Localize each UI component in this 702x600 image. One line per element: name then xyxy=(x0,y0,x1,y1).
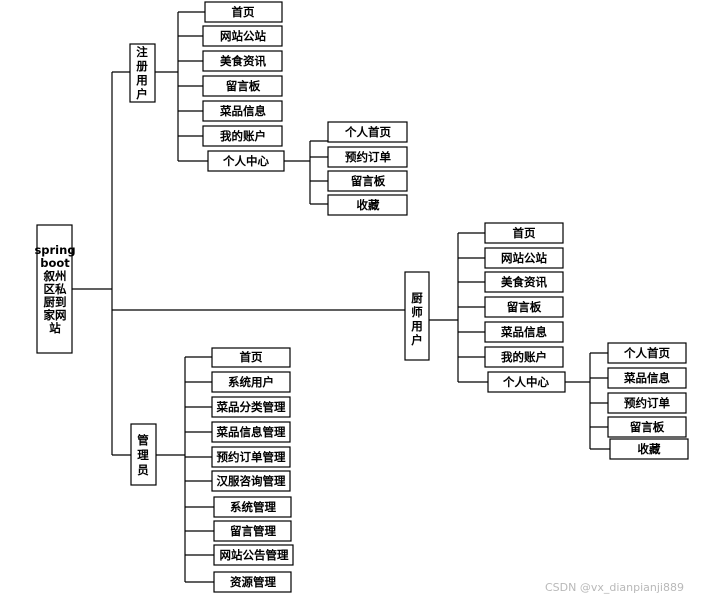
node-label: 个人首页 xyxy=(623,346,670,360)
node-label: 留言板 xyxy=(351,174,386,188)
node-label: 预约订单 xyxy=(624,396,670,410)
node-label: 系统管理 xyxy=(230,500,276,514)
node-label: 汉服咨询管理 xyxy=(217,474,286,488)
registered-user-items: 首页 网站公站 美食资讯 留言板 菜品信息 我的账户 个人中心 xyxy=(202,1,285,172)
admin-items: 首页 系统用户 菜品分类管理 菜品信息管理 预约订单管理 汉服咨询管理 系统管理… xyxy=(211,347,294,593)
role-char: 户 xyxy=(136,87,148,101)
chef-user-node: 厨 师 用 户 xyxy=(404,271,430,361)
node-label: 菜品分类管理 xyxy=(216,400,286,414)
node-label: 系统用户 xyxy=(228,375,274,389)
chef-user-items: 首页 网站公站 美食资讯 留言板 菜品信息 我的账户 个人中心 xyxy=(484,222,566,393)
node-label: 预约订单管理 xyxy=(217,450,286,464)
node-label: 资源管理 xyxy=(230,575,276,589)
node-label: 预约订单 xyxy=(345,150,391,164)
node-label: 网站公站 xyxy=(220,29,266,43)
node-label: 留言板 xyxy=(630,420,665,434)
role-char: 理 xyxy=(137,448,149,462)
root-line: 区私 xyxy=(44,282,67,296)
node-label: 网站公站 xyxy=(501,251,547,265)
chef-user-personal-center-items: 个人首页 菜品信息 预约订单 留言板 收藏 xyxy=(607,342,689,460)
registered-user-personal-center-items: 个人首页 预约订单 留言板 收藏 xyxy=(327,121,408,216)
node-label: 美食资讯 xyxy=(220,54,266,68)
node-label: 个人中心 xyxy=(502,375,549,389)
role-char: 册 xyxy=(136,59,148,73)
admin-node: 管 理 员 xyxy=(130,423,157,486)
role-char: 员 xyxy=(137,463,149,477)
role-char: 师 xyxy=(411,305,423,319)
root-node: spring boot 叙州 区私 厨到 家网 站 xyxy=(34,224,76,354)
node-label: 留言管理 xyxy=(230,524,276,538)
node-label: 菜品信息 xyxy=(623,371,670,385)
node-label: 我的账户 xyxy=(220,129,266,143)
role-char: 户 xyxy=(411,333,423,347)
role-char: 用 xyxy=(410,319,423,333)
registered-user-node: 注 册 用 户 xyxy=(129,43,156,103)
node-label: 留言板 xyxy=(226,79,261,93)
node-label: 留言板 xyxy=(507,300,542,314)
connector-lines xyxy=(72,11,610,583)
node-label: 收藏 xyxy=(357,198,380,212)
root-line: 站 xyxy=(49,321,61,335)
node-label: 网站公告管理 xyxy=(220,548,289,562)
node-label: 美食资讯 xyxy=(501,275,547,289)
node-label: 首页 xyxy=(513,226,536,240)
watermark: CSDN @vx_dianpianji889 xyxy=(545,581,684,594)
root-line: spring xyxy=(34,243,75,257)
root-line: 叙州 xyxy=(44,269,67,283)
node-label: 首页 xyxy=(240,350,263,364)
node-label: 我的账户 xyxy=(501,350,547,364)
root-line: 厨到 xyxy=(44,295,67,309)
node-label: 菜品信息管理 xyxy=(216,425,286,439)
role-char: 注 xyxy=(136,45,148,59)
role-char: 用 xyxy=(135,73,148,87)
role-char: 厨 xyxy=(411,291,423,305)
node-label: 收藏 xyxy=(638,442,661,456)
root-line: boot xyxy=(40,256,70,270)
node-label: 菜品信息 xyxy=(500,325,547,339)
node-label: 个人首页 xyxy=(344,125,391,139)
root-line: 家网 xyxy=(44,308,67,322)
node-label: 首页 xyxy=(232,5,255,19)
role-char: 管 xyxy=(137,433,149,447)
node-label: 菜品信息 xyxy=(219,104,266,118)
node-label: 个人中心 xyxy=(222,154,269,168)
